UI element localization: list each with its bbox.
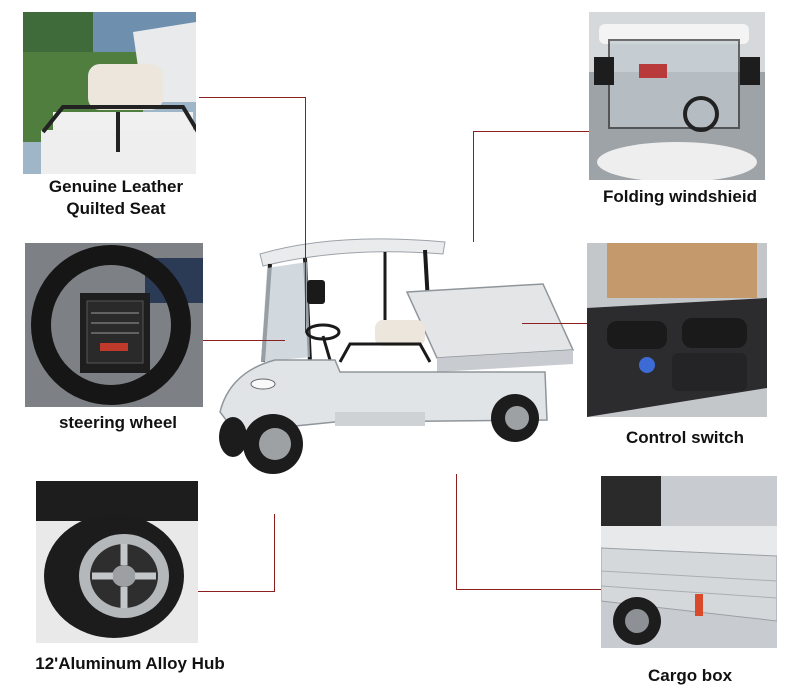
cargo-photo [601,476,777,648]
golf-cart-image [215,232,580,477]
cargo-leader-line [456,589,601,590]
steering-caption: steering wheel [58,413,178,432]
seat-caption: Genuine Leather Quilted Seat [48,177,184,218]
hub-leader-line [198,591,275,592]
windshield-caption: Folding windshieid [603,187,757,206]
hub-photo [36,481,198,643]
cargo-caption: Cargo box [647,666,733,685]
control-caption: Control switch [625,428,745,447]
steering-leader-line [203,340,285,341]
hub-caption: 12'Aluminum Alloy Hub [35,654,225,673]
windshield-photo [589,12,765,180]
seat-leader-line-v [305,97,306,333]
control-photo [587,243,767,417]
hub-leader-line-v [274,514,275,592]
cargo-leader-line-v [456,474,457,590]
windshield-leader-line [473,131,589,132]
steering-photo [25,243,203,407]
seat-leader-line [199,97,306,98]
seat-photo [23,12,196,174]
control-leader-line [522,323,587,324]
windshield-leader-line-v [473,131,474,242]
